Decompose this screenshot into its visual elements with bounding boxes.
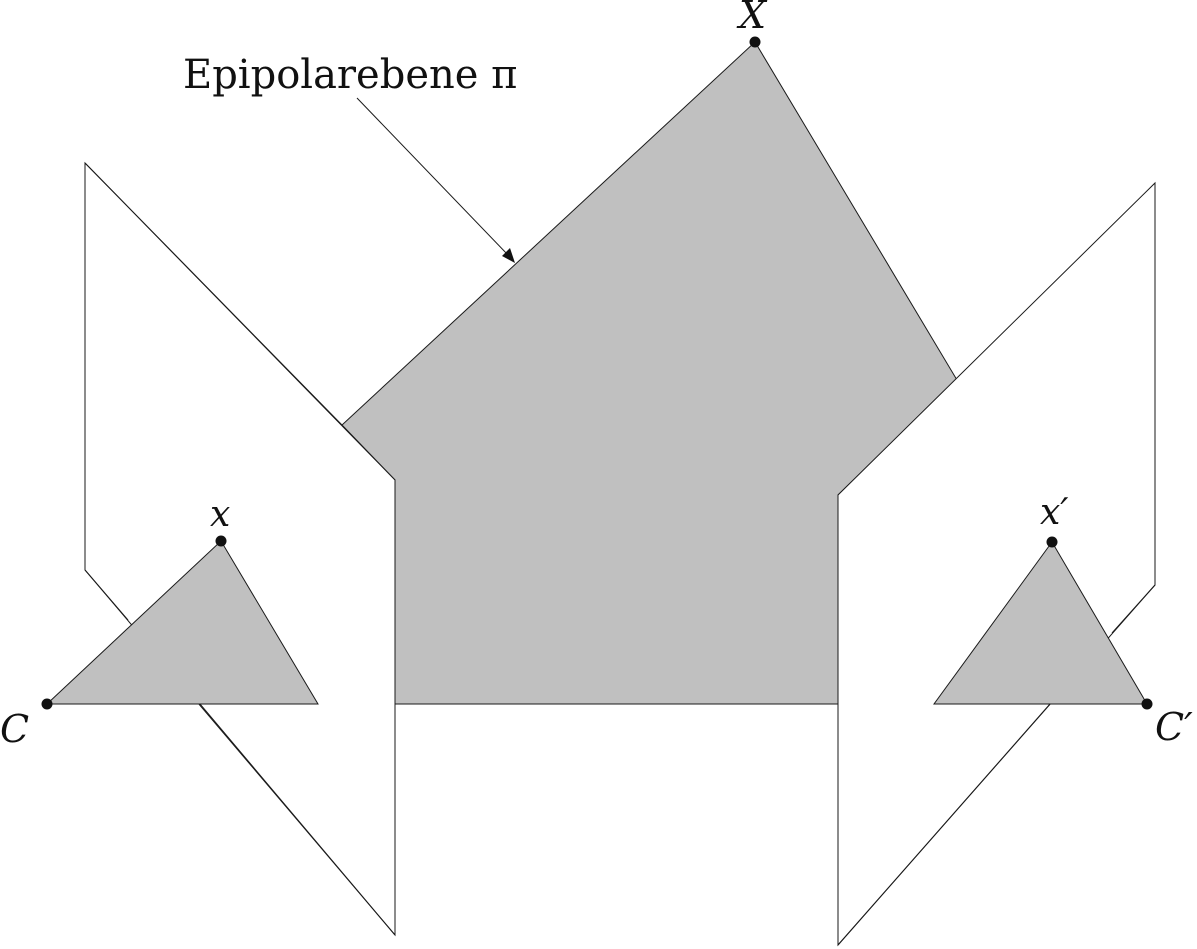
point-C — [41, 698, 53, 710]
label-x: x — [210, 494, 230, 535]
right-plane-lower-edge-segment-2 — [837, 703, 1051, 946]
arrow-head — [502, 248, 515, 263]
left-triangle — [45, 540, 319, 705]
plane-label: Epipolarebene π — [183, 52, 517, 98]
label-C-prime: C′ — [1155, 705, 1193, 749]
right-plane-lower-edge-segment — [1111, 584, 1156, 634]
left-plane-lower-edge-segment-2 — [199, 703, 396, 936]
left-plane-top-edge — [84, 162, 343, 426]
right-triangle — [933, 541, 1148, 705]
point-x — [215, 535, 227, 547]
left-plane-lower-edge-segment — [84, 569, 129, 621]
left-image-plane — [84, 161, 396, 937]
point-C-prime — [1141, 698, 1153, 710]
point-x-prime — [1046, 536, 1058, 548]
label-C: C — [0, 707, 29, 751]
label-x-prime: x′ — [1040, 492, 1068, 533]
label-X: X — [736, 0, 768, 37]
label-pointer-arrow — [356, 97, 510, 257]
point-X — [749, 36, 761, 48]
